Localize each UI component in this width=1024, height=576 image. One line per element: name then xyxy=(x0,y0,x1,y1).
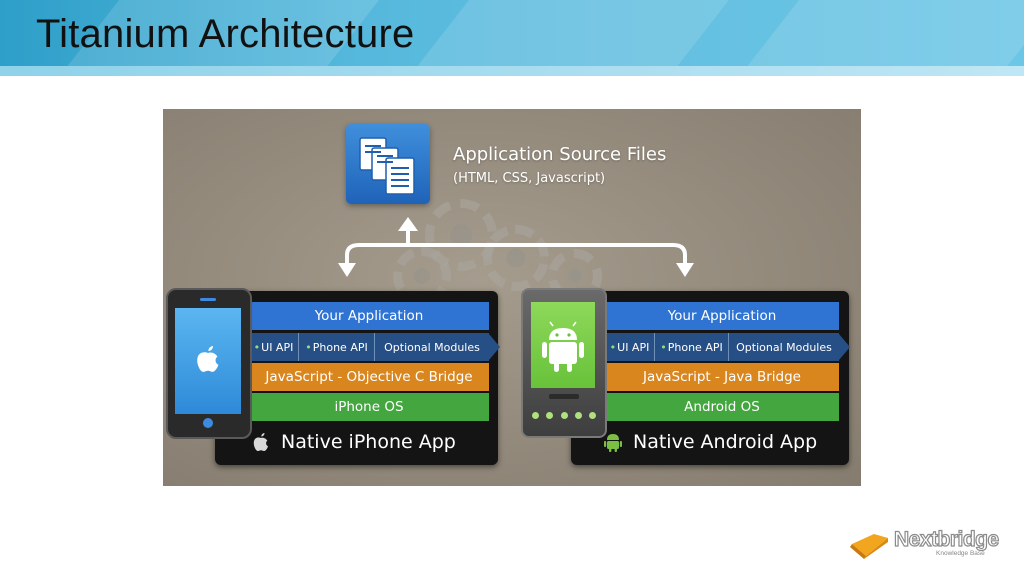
arrow-down-icon xyxy=(338,263,356,277)
iphone-app-layer: Your Application xyxy=(249,302,489,330)
api-cell: •Phone API xyxy=(299,333,375,361)
android-api-layer: •UI API •Phone API Optional Modules xyxy=(605,333,839,361)
header-decoration xyxy=(705,0,1024,76)
iphone-api-layer: •UI API •Phone API Optional Modules xyxy=(249,333,489,361)
header-decoration xyxy=(375,0,745,76)
arrow-up-icon xyxy=(398,217,418,231)
connector-arrows xyxy=(338,217,694,277)
slide-header: Titanium Architecture xyxy=(0,0,1024,76)
api-cell: •Phone API xyxy=(655,333,729,361)
api-arrow-tip xyxy=(839,334,850,360)
api-arrow-tip xyxy=(489,334,500,360)
api-cell: •UI API xyxy=(605,333,655,361)
apple-icon xyxy=(253,433,268,452)
nextbridge-logo: Nextbridge Knowledge Base xyxy=(850,526,1010,562)
source-files-title: Application Source Files xyxy=(453,144,667,165)
device-buttons xyxy=(532,412,596,419)
documents-icon xyxy=(346,124,430,204)
source-files-subtitle: (HTML, CSS, Javascript) xyxy=(453,171,606,186)
api-cell: •UI API xyxy=(249,333,299,361)
iphone-bridge-layer: JavaScript - Objective C Bridge xyxy=(249,363,489,391)
android-os-layer: Android OS xyxy=(605,393,839,421)
logo-name: Nextbridge xyxy=(893,527,999,551)
api-cell: Optional Modules xyxy=(384,340,480,354)
native-iphone-label: Native iPhone App xyxy=(251,431,456,453)
gear-icon xyxy=(483,225,549,291)
logo-mark-icon xyxy=(850,534,888,559)
android-bridge-layer: JavaScript - Java Bridge xyxy=(605,363,839,391)
iphone-device xyxy=(166,288,252,439)
android-icon xyxy=(542,321,584,372)
android-app-layer: Your Application xyxy=(605,302,839,330)
apple-icon xyxy=(197,346,219,372)
logo-tagline: Knowledge Base xyxy=(936,550,985,557)
iphone-os-layer: iPhone OS xyxy=(249,393,489,421)
slide-title: Titanium Architecture xyxy=(36,12,415,56)
android-screen xyxy=(531,302,595,388)
native-android-label: Native Android App xyxy=(603,431,817,453)
speaker xyxy=(200,298,216,301)
device-bar xyxy=(549,394,579,399)
header-strip xyxy=(0,66,1024,76)
iphone-screen xyxy=(175,308,241,414)
architecture-diagram: Application Source Files (HTML, CSS, Jav… xyxy=(163,109,861,486)
android-device xyxy=(521,288,607,438)
api-cell: Optional Modules xyxy=(736,340,832,354)
arrow-down-icon xyxy=(676,263,694,277)
home-button xyxy=(203,418,213,428)
android-icon xyxy=(604,434,622,452)
